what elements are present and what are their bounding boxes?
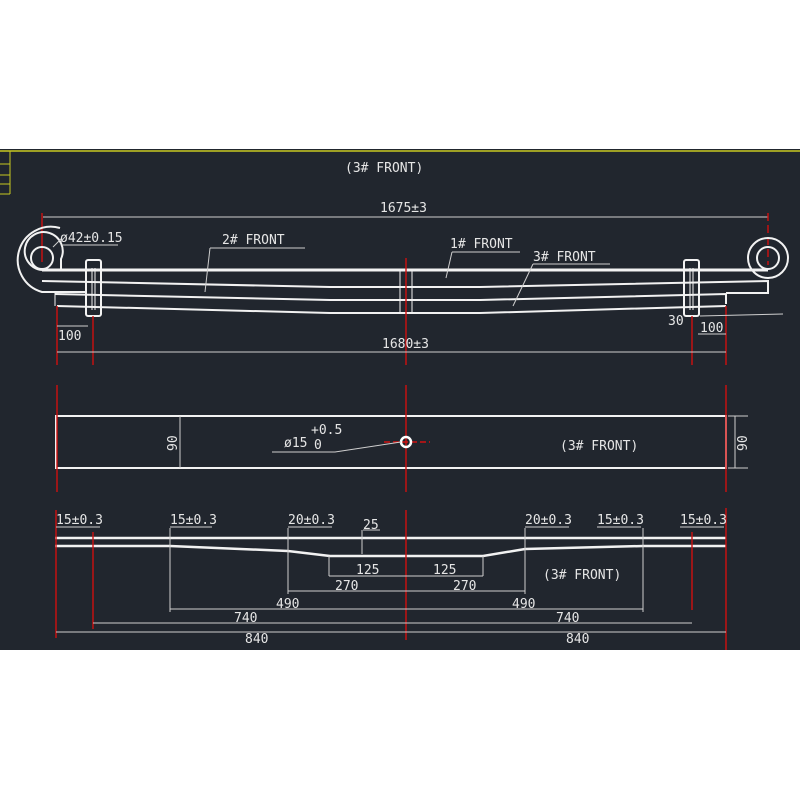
dimension-740-left: 740	[234, 611, 257, 626]
leaf-4	[56, 305, 727, 314]
left-eye-outer	[16, 225, 85, 293]
plan-view-label: (3# FRONT)	[560, 439, 638, 454]
thickness-label-3: 20±0.3	[288, 513, 335, 528]
dimension-125-left: 125	[356, 563, 379, 578]
dimension-840-left: 840	[245, 632, 268, 647]
hole-diameter: ø15	[284, 436, 307, 451]
dimension-740-right: 740	[556, 611, 579, 626]
thickness-label-7: 15±0.3	[680, 513, 727, 528]
title-block-fragment	[0, 151, 11, 195]
leaf-3-label: 3# FRONT	[533, 250, 596, 265]
dimension-840-right: 840	[566, 632, 589, 647]
dimension-1675: 1675±3	[380, 201, 427, 216]
model-space-background	[0, 149, 800, 650]
leaf-2	[41, 279, 769, 294]
width-dimension-left: 90	[166, 435, 181, 451]
hole-leader	[272, 441, 402, 453]
width-dimension-right: 90	[736, 435, 751, 451]
side-view: (3# FRONT) 1675±3 ø42±0.15 2# FRONT 1# F…	[16, 161, 789, 365]
dimension-270-left: 270	[335, 579, 358, 594]
eye-diameter-label: ø42±0.15	[60, 231, 123, 246]
thickness-label-1: 15±0.3	[56, 513, 103, 528]
right-offset-dimension: 100	[700, 321, 723, 336]
leaf-3	[54, 292, 727, 304]
dimension-490-right: 490	[512, 597, 535, 612]
hole-tolerance-lower: 0	[314, 438, 322, 453]
leaf-2-label: 2# FRONT	[222, 233, 285, 248]
hole-tolerance-upper: +0.5	[311, 423, 342, 438]
clip-width-dimension: 30	[668, 314, 684, 329]
thickness-label-5: 20±0.3	[525, 513, 572, 528]
dimension-125-right: 125	[433, 563, 456, 578]
side-view-title: (3# FRONT)	[345, 161, 423, 176]
leaf-1-label: 1# FRONT	[450, 237, 513, 252]
thickness-section-view: 15±0.3 15±0.3 20±0.3 25 20±0.3 15±0.3 15…	[55, 508, 727, 650]
thickness-label-center: 25	[363, 518, 379, 533]
thickness-label-6: 15±0.3	[597, 513, 644, 528]
span-dimension: 1680±3	[382, 337, 429, 352]
right-eye-outer	[747, 237, 789, 279]
left-offset-dimension: 100	[58, 329, 81, 344]
thickness-label-2: 15±0.3	[170, 513, 217, 528]
dimension-270-right: 270	[453, 579, 476, 594]
section-view-label: (3# FRONT)	[543, 568, 621, 583]
plan-view: 90 90 ø15 +0.5 0 (3# FRONT)	[55, 385, 751, 492]
left-eye-wrap	[23, 231, 64, 271]
dimension-490-left: 490	[276, 597, 299, 612]
